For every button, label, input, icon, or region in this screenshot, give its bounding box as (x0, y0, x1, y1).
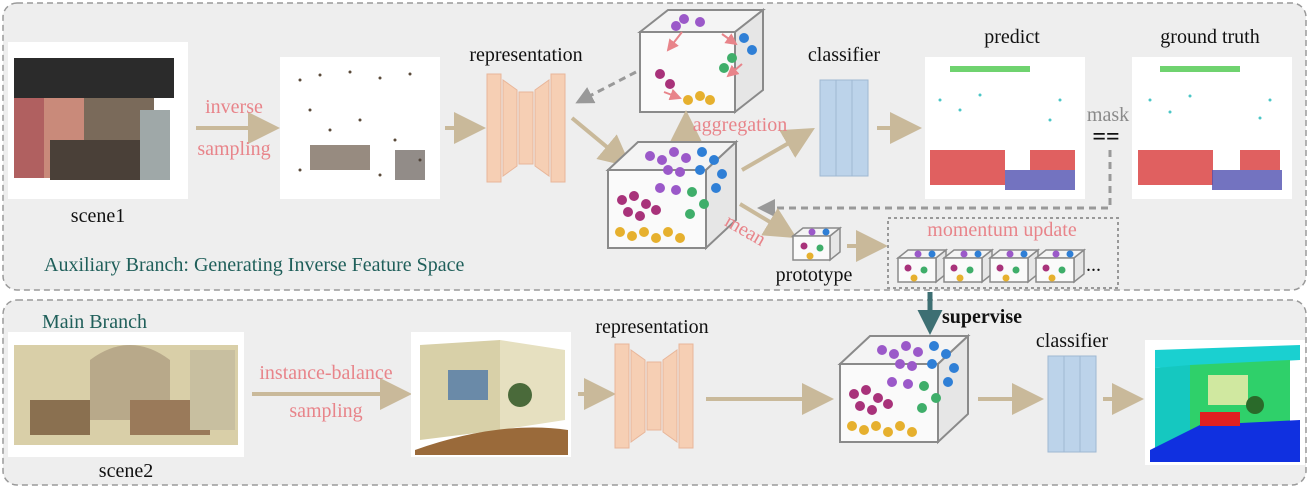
representation-top-label: representation (469, 44, 583, 66)
momentum-update-label: momentum update (927, 219, 1077, 241)
momentum-prototype-queue (895, 248, 1087, 284)
equals-label: == (1092, 124, 1120, 150)
representation-encoder-bottom (614, 343, 694, 449)
momentum-prototype-3 (987, 248, 1041, 284)
representation-encoder-top (486, 73, 566, 183)
momentum-prototype-1 (895, 248, 949, 284)
classifier-bottom (1047, 355, 1097, 453)
momentum-update-container (887, 217, 1119, 289)
momentum-prototype-2 (941, 248, 995, 284)
sampling-label: sampling (197, 138, 271, 160)
arrow-feature-space-to-classifier (741, 128, 815, 172)
inverse-label: inverse (205, 96, 263, 118)
ground-truth-label: ground truth (1160, 26, 1260, 48)
momentum-prototype-4 (1033, 248, 1087, 284)
scene1-point-cloud-image (8, 42, 188, 199)
scene2-point-cloud-image (8, 332, 244, 457)
feature-space-box-bottom (837, 333, 971, 445)
prototype-label: prototype (775, 264, 853, 286)
auxiliary-branch-title: Auxiliary Branch: Generating Inverse Fea… (44, 254, 465, 276)
instance-balance-sampled-image (411, 332, 571, 457)
predict-segmentation-image (925, 57, 1085, 199)
classifier-top-label: classifier (807, 44, 881, 66)
main-branch-title: Main Branch (42, 311, 147, 333)
aggregation-label: aggregation (692, 114, 788, 136)
arrow-aggregation-to-representation (575, 70, 637, 104)
arrow-feature-space-to-prototype (738, 202, 797, 239)
aggregation-feature-box (637, 7, 766, 115)
classifier-bottom-label: classifier (1035, 330, 1109, 352)
scene1-label: scene1 (70, 205, 126, 227)
supervise-label: supervise (942, 306, 1022, 328)
instance-balance-label: instance-balance (259, 362, 393, 384)
output-segmentation-image (1145, 340, 1305, 465)
mask-label: mask (1086, 104, 1130, 126)
feature-space-box-top (605, 139, 739, 251)
sampling-bottom-label: sampling (289, 400, 363, 422)
inverse-sampled-point-cloud-image (280, 57, 440, 199)
prototype-box (790, 226, 843, 262)
mask-feedback-dashed-arrow (757, 150, 1112, 217)
ground-truth-segmentation-image (1132, 57, 1292, 199)
scene2-label: scene2 (98, 460, 154, 482)
classifier-top (819, 79, 869, 177)
predict-label: predict (984, 26, 1040, 48)
ellipsis-label: ... (1086, 254, 1101, 276)
arrow-representation-to-feature-space (570, 116, 632, 168)
representation-bottom-label: representation (595, 316, 709, 338)
